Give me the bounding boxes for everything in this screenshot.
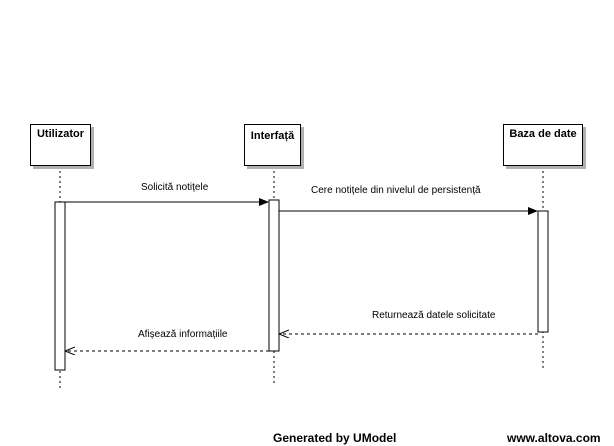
lifeline-interfata-label: Interfață: [250, 130, 295, 142]
activation-baza-de-date: [537, 210, 549, 333]
message-label-afiseaza-informatiile: Afișează informațiile: [138, 329, 228, 340]
lifeline-utilizator-label: Utilizator: [36, 128, 85, 140]
lifeline-utilizator[interactable]: Utilizator: [30, 124, 91, 166]
footer-generator-text: Generated by UModel: [273, 431, 397, 445]
lifeline-interfata[interactable]: Interfață: [244, 124, 301, 166]
activation-utilizator: [54, 201, 66, 371]
lifeline-baza-de-date-label: Baza de date: [509, 128, 577, 140]
footer-url-link[interactable]: www.altova.com: [507, 431, 601, 445]
message-label-cere-notitele: Cere notițele din nivelul de persistență: [311, 185, 481, 196]
message-label-solicita-notitele: Solicită notițele: [141, 182, 209, 193]
activation-interfata: [268, 199, 280, 352]
lifeline-baza-de-date[interactable]: Baza de date: [503, 124, 583, 166]
message-label-returneaza-datele: Returnează datele solicitate: [372, 310, 496, 321]
